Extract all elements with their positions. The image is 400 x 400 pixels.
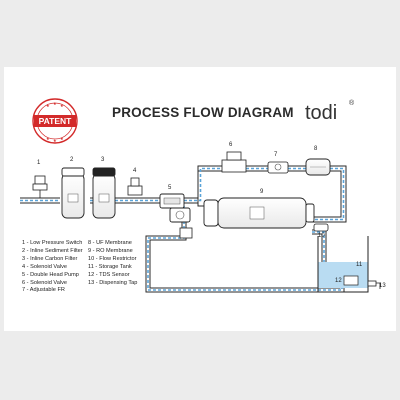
solenoid-valve-inlet — [127, 177, 143, 196]
adjustable-fr — [267, 161, 289, 174]
legend-item: 12 - TDS Sensor — [88, 271, 130, 278]
legend-item: 10 - Flow Restrictor — [88, 255, 137, 262]
legend-item: 4 - Solenoid Valve — [22, 263, 67, 270]
stamp-word: PATENT — [39, 116, 73, 126]
label-num-3: 3 — [101, 157, 105, 163]
legend-item: 2 - Inline Sediment Filter — [22, 247, 83, 254]
brand-logo-text: todi — [305, 102, 338, 124]
solenoid-valve-waste — [221, 151, 247, 173]
uf-membrane — [305, 158, 331, 176]
legend-item: 9 - RO Membrane — [88, 247, 133, 254]
legend-item: 1 - Low Pressure Switch — [22, 240, 83, 246]
label-num-4: 4 — [133, 168, 137, 174]
storage-tank — [317, 236, 369, 293]
label-num-8: 8 — [314, 146, 318, 152]
svg-text:★: ★ — [60, 136, 64, 141]
double-head-pump — [159, 193, 191, 223]
svg-text:★: ★ — [60, 103, 64, 108]
label-num-12: 12 — [335, 278, 342, 284]
label-num-5: 5 — [168, 185, 172, 191]
registered-mark: ® — [349, 100, 355, 107]
label-num-7: 7 — [274, 152, 278, 158]
tds-sensor — [179, 227, 193, 239]
label-num-11: 11 — [356, 262, 363, 268]
svg-text:★: ★ — [53, 138, 57, 143]
legend-item: 6 - Solenoid Valve — [22, 279, 67, 286]
svg-text:★: ★ — [46, 103, 50, 108]
legend-item: 5 - Double Head Pump — [22, 271, 79, 278]
low-pressure-switch — [32, 175, 48, 198]
carbon-filter — [92, 167, 116, 219]
label-num-2: 2 — [70, 157, 74, 163]
legend-item: 13 - Dispensing Tap — [88, 279, 138, 286]
legend-left: 1 - Low Pressure Switch 2 - Inline Sedim… — [22, 240, 83, 295]
legend-item: 8 - UF Membrane — [88, 240, 132, 246]
legend-item: 3 - Inline Carbon Filter — [22, 255, 78, 262]
legend-right: 8 - UF Membrane 9 - RO Membrane 10 - Flo… — [88, 240, 137, 287]
label-num-9: 9 — [260, 189, 264, 195]
diagram-title: PROCESS FLOW DIAGRAM — [112, 105, 294, 120]
flow-restrictor — [313, 223, 329, 232]
label-num-13: 13 — [379, 283, 386, 289]
patent-stamp: ★★★ ★★★ PATENT — [32, 98, 78, 144]
ro-membrane — [203, 197, 315, 229]
sediment-filter — [61, 167, 85, 219]
legend-item: 11 - Storage Tank — [88, 263, 132, 270]
label-num-1: 1 — [37, 160, 41, 166]
label-num-10: 10 — [318, 233, 325, 239]
label-num-6: 6 — [229, 142, 233, 148]
svg-text:★: ★ — [53, 101, 57, 106]
dispensing-tap — [367, 280, 381, 289]
legend-item: 7 - Adjustable FR — [22, 287, 65, 294]
svg-text:★: ★ — [46, 136, 50, 141]
